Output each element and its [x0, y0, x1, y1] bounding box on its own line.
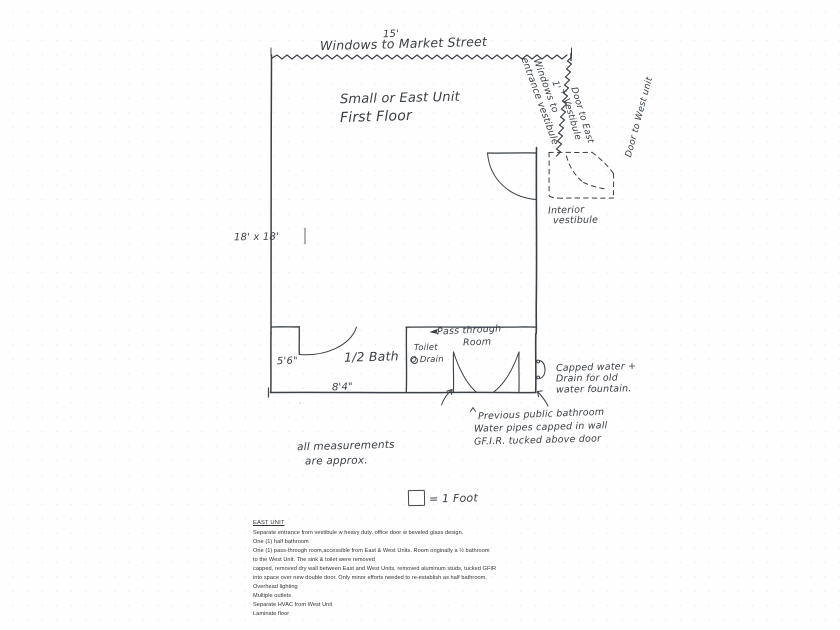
printed-notes-line: One (1) half bathroom — [253, 538, 309, 545]
door-swing-double-right — [493, 351, 520, 393]
label-bath-left-dimension: 5'6" — [276, 355, 299, 368]
label-toilet: Toilet — [413, 342, 438, 354]
door-swing-bath — [298, 326, 357, 356]
bracket-capped-water — [539, 360, 546, 379]
printed-notes-title: EAST UNIT — [253, 520, 285, 526]
arrow-bottom-right — [537, 391, 549, 407]
printed-notes-line: into space over new double door. Only mi… — [253, 575, 487, 582]
label-toilet-drain: O Drain — [409, 354, 444, 366]
label-floor-name: First Floor — [339, 107, 413, 127]
door-swing-vestibule — [487, 152, 537, 200]
label-pass-through-line2: Room — [462, 336, 492, 349]
door-swing-double-left — [453, 351, 477, 393]
vestibule-dashed-outline — [548, 151, 615, 199]
caret-note-1 — [470, 407, 476, 412]
printed-notes-line: Multiple outlets — [253, 593, 292, 600]
printed-notes-line: to the West Unit. The sink & toilet were… — [253, 557, 375, 564]
label-interior-vestibule-line2: vestibule — [552, 214, 599, 227]
label-half-bath: 1/2 Bath — [343, 348, 399, 365]
label-bath-bottom-dimension: 8'4" — [331, 381, 354, 394]
wall-left — [270, 54, 273, 335]
wall-top-windows — [271, 54, 568, 60]
printed-notes-block: EAST UNIT Separate entrance from vestibu… — [253, 519, 553, 619]
printed-notes-line: Overhead lighting — [253, 584, 298, 591]
scale-legend-square — [407, 489, 426, 507]
printed-notes-line: Laminate floor — [253, 611, 290, 618]
leader-arrow-previous-bathroom — [441, 389, 453, 406]
label-scale-note: = 1 Foot — [428, 491, 479, 506]
printed-notes-line: One (1) pass-through room,accessible fro… — [253, 547, 490, 554]
label-unit-name: Small or East Unit — [339, 89, 461, 108]
label-capped-water-line3: water fountain. — [555, 383, 632, 396]
label-measurements-approx-line1: all measurements — [296, 438, 395, 454]
leader-pass-through — [430, 329, 438, 334]
printed-notes-line: Separate entrance from vestibule w heavy… — [253, 529, 464, 536]
printed-notes-line: Separate HVAC from West Unit — [253, 602, 333, 609]
printed-notes-line: capped, removed dry wall between East an… — [253, 566, 497, 573]
wall-right-angled-windows — [555, 56, 573, 157]
toilet-drain-symbol — [411, 357, 418, 364]
label-left-dimension: 18' x 18' — [233, 231, 280, 244]
label-measurements-approx-line2: are approx. — [304, 454, 368, 468]
